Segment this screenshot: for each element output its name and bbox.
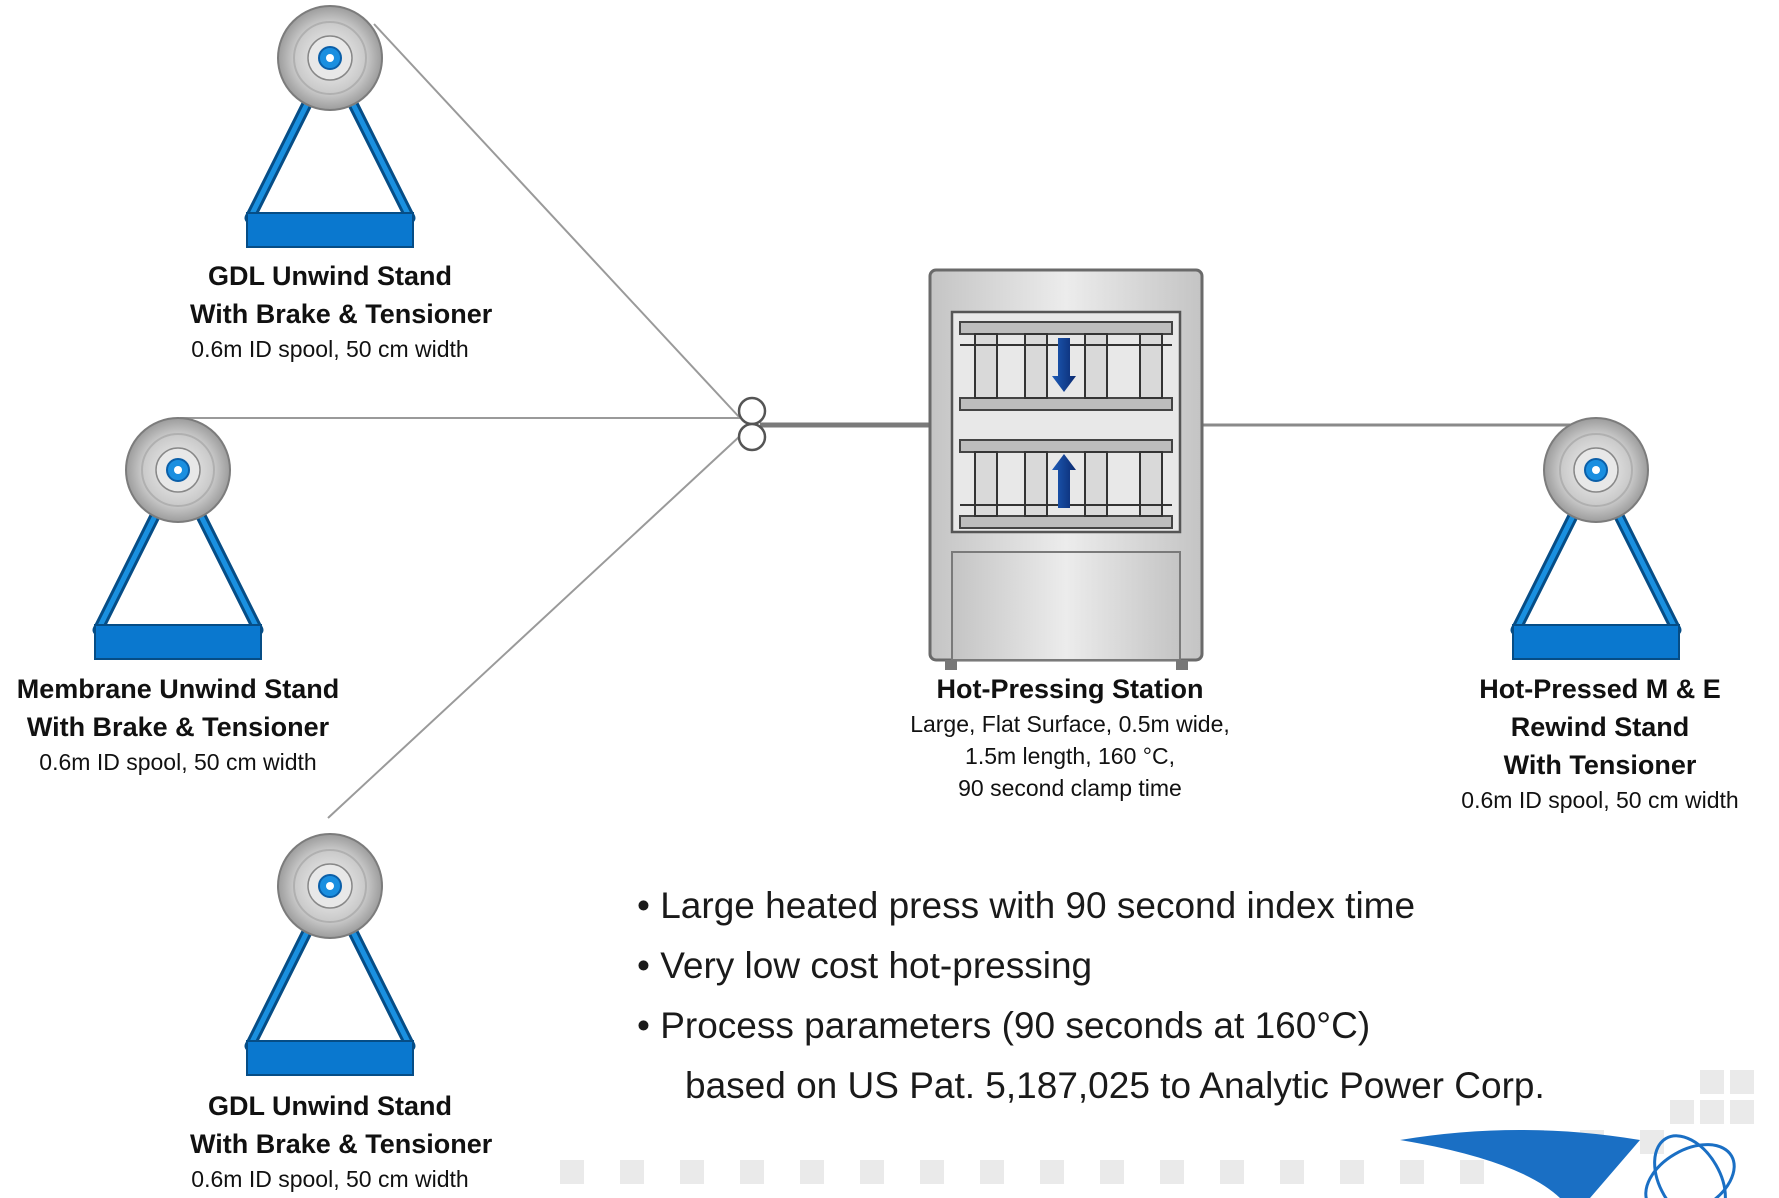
press-title: Hot-Pressing Station [936, 674, 1204, 704]
press-detail-line: 1.5m length, 160 °C, [965, 743, 1175, 769]
nip-rollers [737, 396, 767, 452]
press-detail-line: 90 second clamp time [958, 775, 1182, 801]
bullet-list: • Large heated press with 90 second inde… [637, 876, 1545, 1116]
press-detail-line: Large, Flat Surface, 0.5m wide, [910, 711, 1230, 737]
stand-subtitle: 0.6m ID spool, 50 cm width [1461, 787, 1739, 813]
stand-label-membrane: Membrane Unwind Stand With Brake & Tensi… [0, 670, 356, 778]
stand-title-line: GDL Unwind Stand [208, 261, 452, 291]
hot-press-station [928, 268, 1204, 670]
company-logo [1400, 1130, 1736, 1198]
stand-membrane [95, 417, 261, 659]
bullet-item: • Process parameters (90 seconds at 160°… [637, 1005, 1371, 1046]
stand-gdl-bottom [247, 833, 413, 1075]
stand-title-line: With Tensioner [1503, 750, 1697, 780]
press-label: Hot-Pressing Station Large, Flat Surface… [870, 670, 1270, 804]
stand-subtitle: 0.6m ID spool, 50 cm width [191, 1166, 469, 1192]
stand-label-gdl-top: GDL Unwind Stand With Brake & Tensioner … [190, 257, 493, 365]
stand-label-gdl-bottom: GDL Unwind Stand With Brake & Tensioner … [190, 1087, 493, 1195]
stand-label-rewind: Hot-Pressed M & E Rewind Stand With Tens… [1440, 670, 1760, 816]
bullet-item: • Large heated press with 90 second inde… [637, 885, 1416, 926]
stand-title-line: Hot-Pressed M & E [1479, 674, 1721, 704]
press-down-arrow [1052, 338, 1076, 392]
bullet-item: • Very low cost hot-pressing [637, 945, 1093, 986]
stand-title-line: With Brake & Tensioner [190, 299, 493, 329]
press-up-arrow [1052, 454, 1076, 508]
bullet-continuation: based on US Pat. 5,187,025 to Analytic P… [685, 1065, 1545, 1106]
stand-title-line: With Brake & Tensioner [26, 712, 330, 742]
stand-title-line: GDL Unwind Stand [208, 1091, 452, 1121]
stand-title-line: Rewind Stand [1510, 712, 1690, 742]
stand-title-line: With Brake & Tensioner [190, 1129, 493, 1159]
stand-subtitle: 0.6m ID spool, 50 cm width [39, 749, 317, 775]
stand-title-line: Membrane Unwind Stand [16, 674, 340, 704]
stand-gdl-top [247, 5, 413, 247]
stand-subtitle: 0.6m ID spool, 50 cm width [191, 336, 469, 362]
stand-rewind [1513, 417, 1679, 659]
